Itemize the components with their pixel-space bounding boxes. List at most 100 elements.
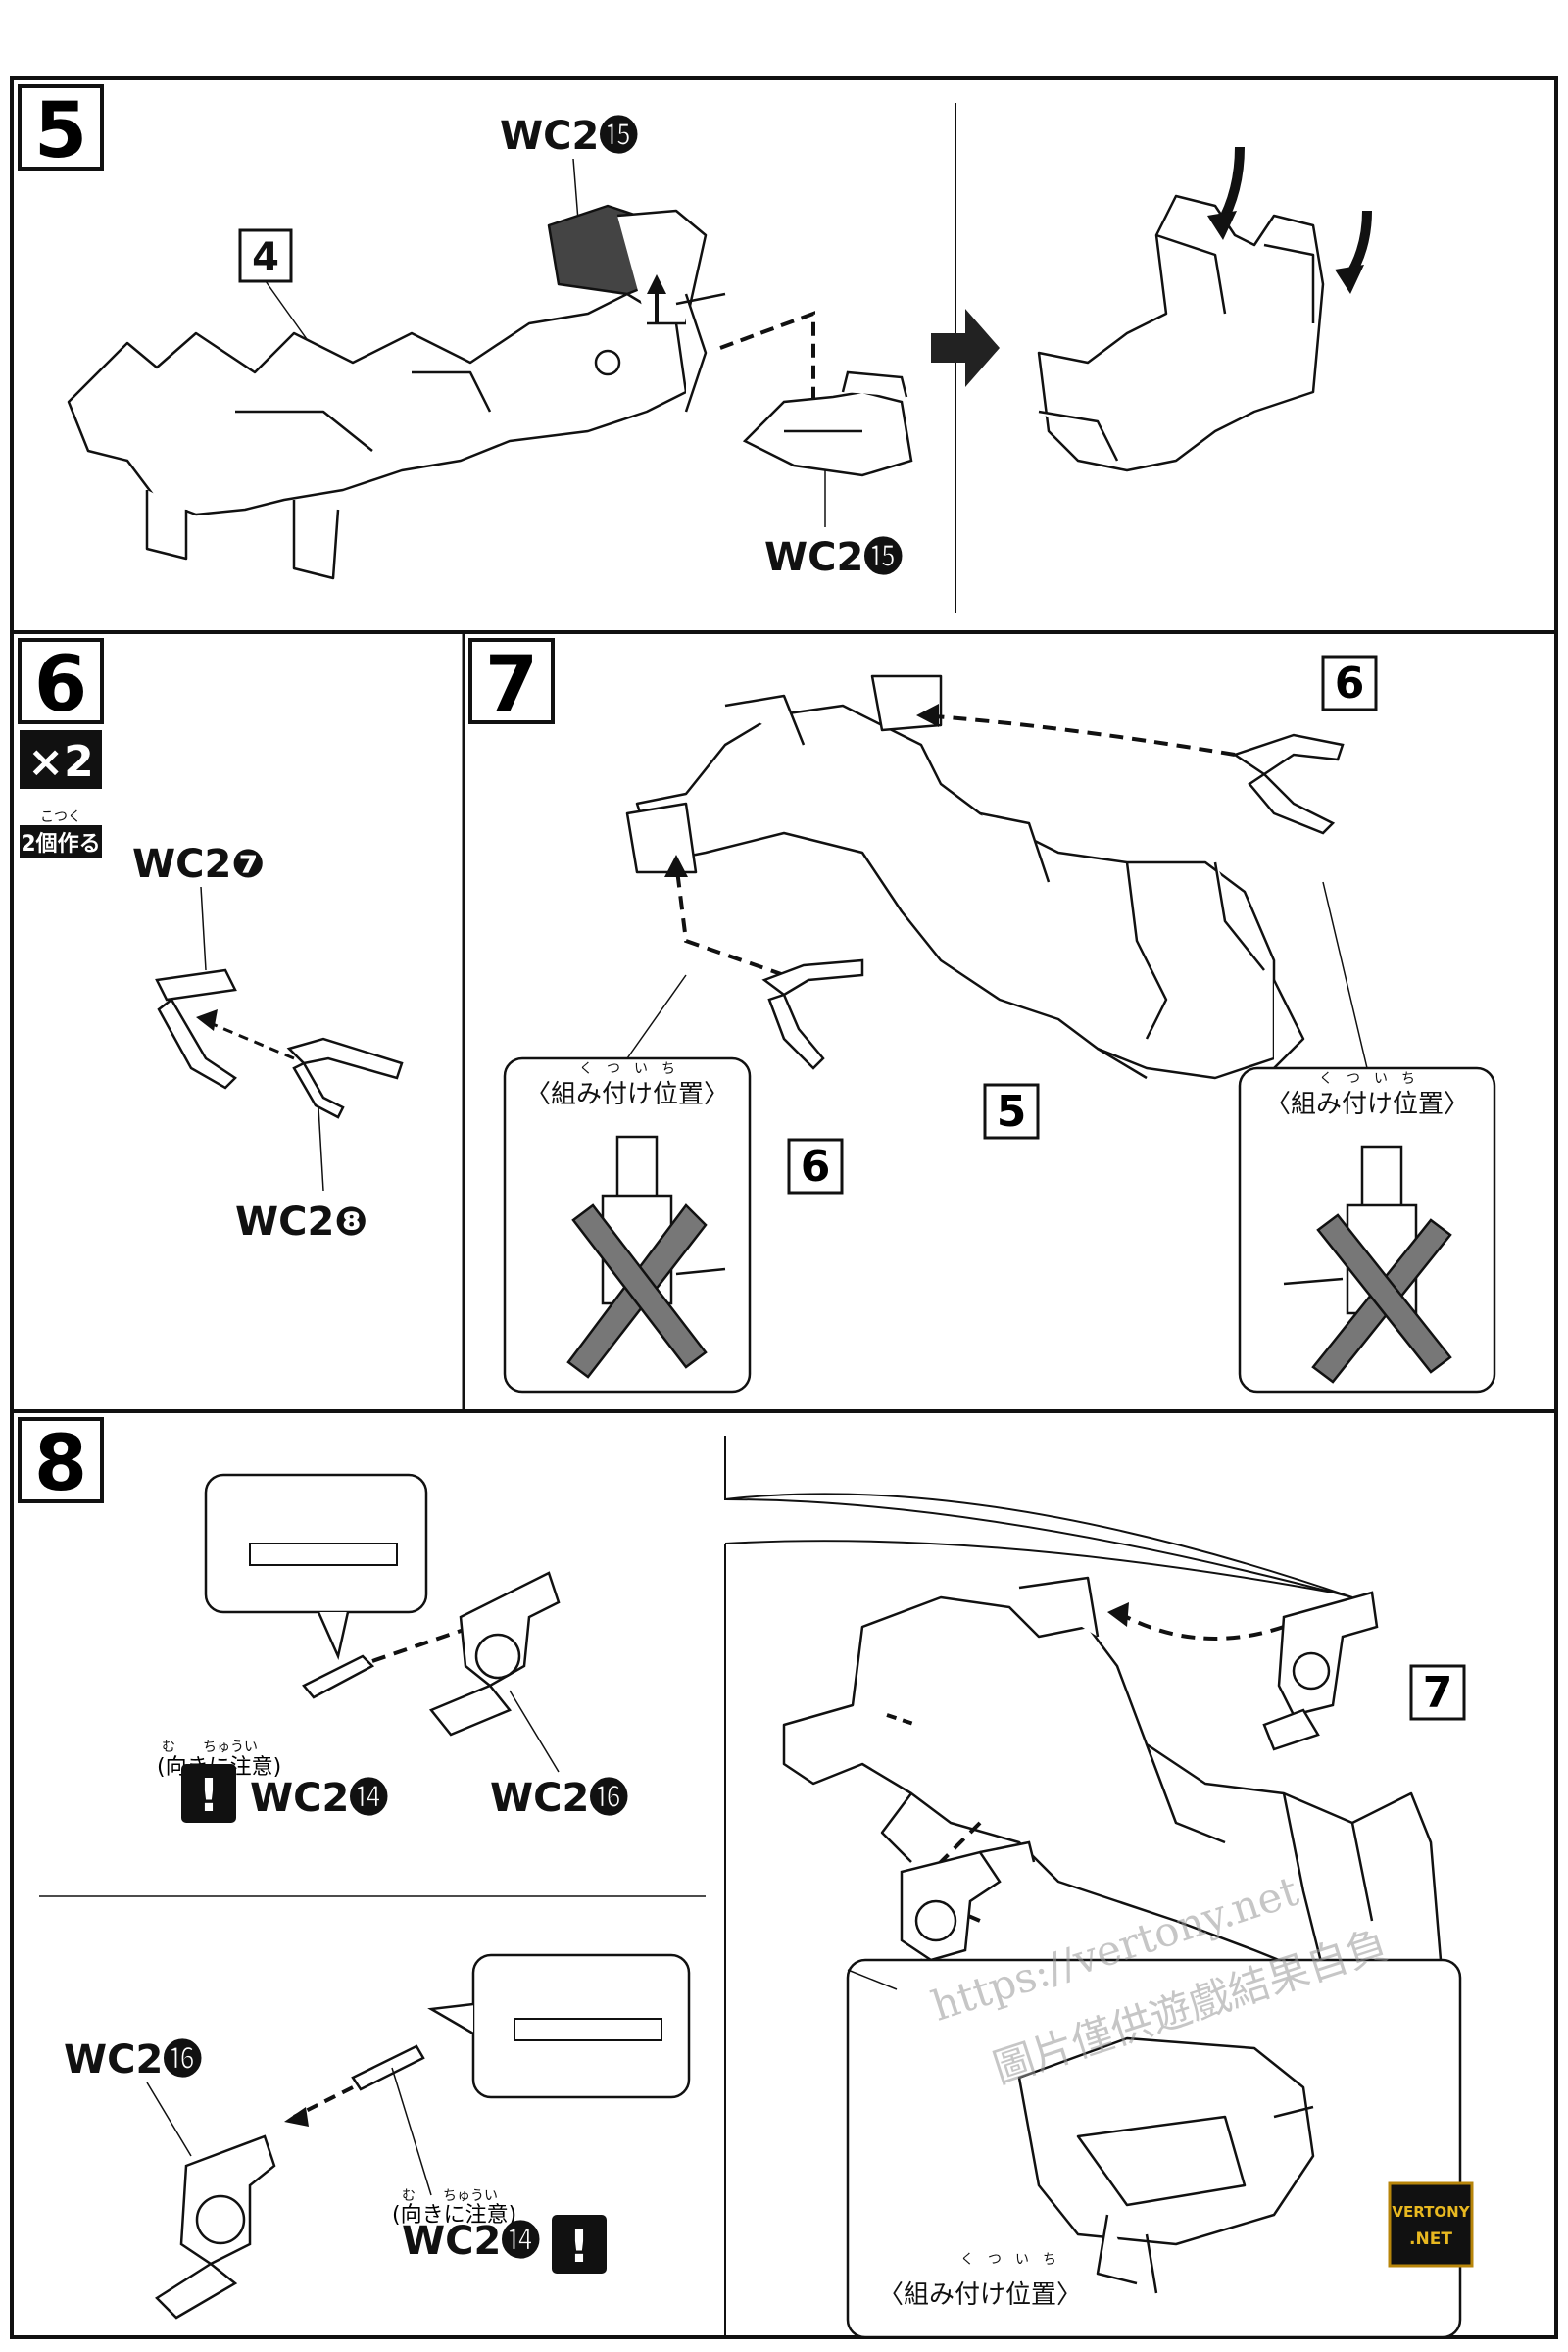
caution-icon-bottom	[552, 2215, 607, 2274]
part-label-wc2-15-bottom: WC2⓯	[764, 535, 903, 580]
assembly-arrow-top	[916, 704, 939, 727]
step-5: 5 4 WC2⓯ WC2⓯	[18, 84, 1372, 580]
vertony-logo: VERTONY .NET	[1388, 2181, 1474, 2268]
assembly-path-bottom	[674, 861, 785, 977]
part-wc2-16-bottom-drawing	[155, 2134, 276, 2320]
ref-step-5: 5	[997, 1087, 1027, 1137]
ref-step-6-top-box	[1321, 655, 1378, 711]
part-wc2-7-drawing	[155, 968, 237, 1090]
assembly-arrow-bottom	[664, 855, 688, 877]
caution-ruby: む ちゅうい	[162, 1740, 258, 1755]
part-wc2-16-top-drawing	[428, 1571, 561, 1737]
ref-step-6-top: 6	[1335, 659, 1365, 709]
part-label-wc2-14-bottom: WC2⓮	[402, 2219, 540, 2264]
part-label-wc2-15-top: WC2⓯	[500, 114, 638, 159]
ref-step-7-box	[1409, 1664, 1466, 1721]
step-7: 7 6 6 5 く つ い	[468, 638, 1496, 1394]
detail-part-wc2-14	[514, 2018, 662, 2041]
step-5-box	[18, 84, 104, 171]
callout-leader	[847, 1969, 898, 1990]
assembly-arrow-top	[1107, 1602, 1129, 1627]
position-label-right: 〈組み付け位置〉	[1265, 1090, 1469, 1119]
ref-step-5-box	[983, 1083, 1040, 1140]
mech-body-drawing-7	[625, 674, 1305, 1080]
callout-leader	[626, 974, 687, 1059]
callout-leader	[1322, 881, 1368, 1069]
detail-part-wc2-14	[249, 1543, 398, 1566]
detail-bubble-tail	[317, 1611, 350, 1660]
ref-step-6-bottom-box	[787, 1138, 844, 1195]
part-wc2-16-lower-drawing	[860, 1840, 1036, 2011]
ref-step-4-box	[238, 228, 293, 283]
caution-icon	[181, 1764, 236, 1823]
ref-step-7: 7	[1423, 1668, 1453, 1718]
press-arrow-1-head	[1207, 211, 1237, 240]
mech-body-drawing-8	[782, 1576, 1443, 1991]
qty-badge	[20, 730, 102, 789]
position-detail-right	[1283, 1145, 1452, 1384]
step-8-number: 8	[34, 1420, 87, 1508]
step-6: 6 ×2 こつく 2個作る WC2❼ WC2❽	[18, 638, 404, 1245]
assembly-path-top	[920, 713, 1236, 757]
ruby-right: く つ い ち	[1319, 1071, 1415, 1087]
part-leader	[318, 1106, 324, 1192]
assembly-arrow	[196, 1009, 218, 1031]
qty-note-bg	[20, 825, 102, 858]
qty-note: 2個作る	[21, 832, 100, 857]
caution-mark-bottom: !	[569, 2220, 590, 2273]
part-6-bottom-drawing	[761, 958, 864, 1070]
qty-badge-text: ×2	[27, 737, 93, 787]
qty-ruby: こつく	[40, 809, 81, 825]
assembly-path-left	[886, 1713, 917, 1727]
ref-step-4: 4	[252, 235, 279, 280]
ref-step-6-bottom: 6	[801, 1142, 831, 1192]
step-6-number: 6	[34, 641, 87, 729]
result-drawing	[1037, 194, 1325, 472]
part-wc2-14-bottom-drawing	[351, 2044, 425, 2091]
step-8: 8 む ちゅうい (向きに注意) ! WC2⓮ WC2⓰ WC2⓰	[18, 1417, 1466, 2339]
logo-line-2: .NET	[1409, 2230, 1452, 2249]
assembly-path	[293, 2085, 354, 2119]
assembly-path-top	[1116, 1610, 1285, 1641]
assembly-arrow	[284, 2107, 309, 2127]
step-8-box	[18, 1417, 104, 1503]
part-leader	[146, 2082, 192, 2157]
caution-mark: !	[199, 1769, 220, 1822]
position-detail-left	[566, 1135, 726, 1379]
insert-path	[719, 311, 815, 402]
press-arrow-2-head	[1335, 265, 1364, 294]
part-leader	[200, 886, 207, 971]
step-5-number: 5	[34, 87, 87, 175]
part-label-wc2-16-top: WC2⓰	[490, 1776, 628, 1821]
part-wc2-15-drawing	[742, 370, 913, 477]
arrow-up-head	[647, 274, 666, 294]
position-label-left: 〈組み付け位置〉	[525, 1080, 729, 1109]
part-wc2-8-drawing	[286, 1037, 404, 1119]
step-7-number: 7	[485, 641, 538, 729]
pos-ruby: く つ い ち	[960, 2252, 1056, 2268]
part-label-wc2-8: WC2❽	[235, 1200, 368, 1245]
zoom-bracket	[724, 1436, 1353, 1598]
position-detail-8	[1017, 2036, 1315, 2294]
part-label-wc2-14-top: WC2⓮	[250, 1776, 388, 1821]
part-6-top-drawing	[1232, 733, 1345, 835]
mech-body-drawing	[67, 204, 726, 580]
result-arrow	[931, 309, 1000, 387]
detail-bubble-tail	[427, 2002, 474, 2035]
part-wc2-14-top-drawing	[302, 1654, 375, 1699]
assembly-path	[200, 1017, 295, 1060]
part-label-wc2-16-bottom: WC2⓰	[64, 2037, 202, 2082]
step-6-box	[18, 638, 104, 724]
part-leader	[572, 158, 579, 221]
ruby-left: く つ い ち	[579, 1061, 675, 1077]
caution-ruby-bottom: む ちゅうい	[402, 2188, 498, 2204]
caution-note-bottom: (向きに注意)	[392, 2203, 516, 2228]
step-7-box	[468, 638, 555, 724]
zoom-frame-top	[724, 1540, 1334, 1593]
position-label-8: 〈組み付け位置〉	[878, 2280, 1082, 2310]
part-leader	[391, 2067, 432, 2196]
page-frame	[10, 76, 1558, 2339]
logo-line-1: VERTONY	[1392, 2203, 1470, 2221]
part-wc2-16-right-drawing	[1262, 1591, 1379, 1751]
